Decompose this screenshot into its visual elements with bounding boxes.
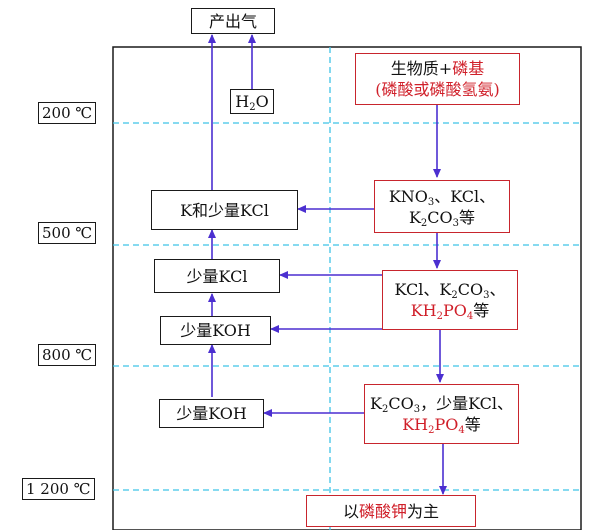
little-kcl-box: 少量KCl xyxy=(154,259,280,293)
stage-800-line-2: KH2PO4等 xyxy=(410,301,490,322)
gas-output-label: 产出气 xyxy=(208,11,257,31)
water-formula: H2O xyxy=(235,92,269,113)
stage-500-box: KNO3、KCl、 K2CO3等 xyxy=(374,180,510,233)
temp-label-500: 500 ℃ xyxy=(38,222,97,244)
stage-800-line-1: KCl、K2CO3、 xyxy=(394,280,506,301)
stage-500-line-1: KNO3、KCl、 xyxy=(388,186,496,208)
temp-label-800: 800 ℃ xyxy=(38,344,97,366)
little-kcl-label: 少量KCl xyxy=(186,266,248,286)
koh-lower-label: 少量KOH xyxy=(176,404,247,423)
final-label: 以磷酸钾为主 xyxy=(342,501,440,521)
k-kcl-box: K和少量KCl xyxy=(151,190,298,230)
outer-frame xyxy=(112,46,582,530)
stage-800-box: KCl、K2CO3、 KH2PO4等 xyxy=(382,270,518,330)
temp-label-1200: 1 200 ℃ xyxy=(22,478,95,500)
koh-upper-box: 少量KOH xyxy=(160,316,271,345)
stage-1200-box: K2CO3，少量KCl、 KH2PO4等 xyxy=(364,384,519,444)
temp-label-200: 200 ℃ xyxy=(38,102,97,124)
final-box: 以磷酸钾为主 xyxy=(306,495,476,527)
source-box: 生物质+磷基 (磷酸或磷酸氢氨) xyxy=(355,53,520,105)
stage-1200-line-1: K2CO3，少量KCl、 xyxy=(370,394,513,415)
koh-upper-label: 少量KOH xyxy=(180,321,251,340)
gas-output-box: 产出气 xyxy=(191,8,275,34)
source-line-1: 生物质+磷基 xyxy=(390,59,485,78)
stage-500-line-2: K2CO3等 xyxy=(408,207,476,229)
water-box: H2O xyxy=(230,89,274,114)
koh-lower-box: 少量KOH xyxy=(159,399,264,428)
source-line-2: (磷酸或磷酸氢氨) xyxy=(375,80,500,99)
stage-1200-line-2: KH2PO4等 xyxy=(402,415,481,436)
k-kcl-label: K和少量KCl xyxy=(180,200,269,220)
